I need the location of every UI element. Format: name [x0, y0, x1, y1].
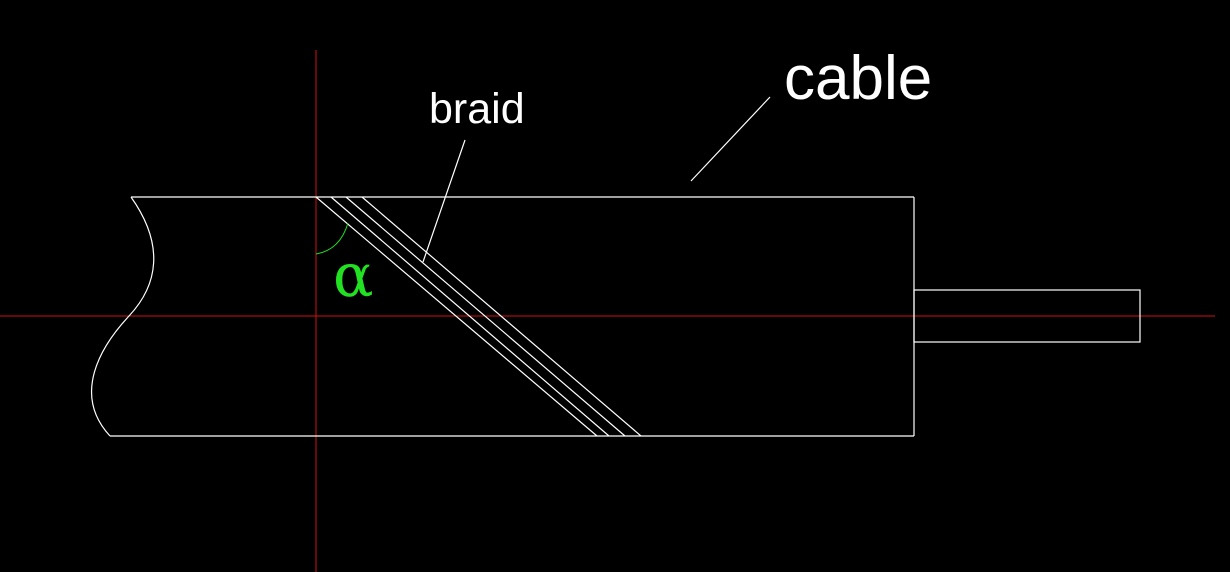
- conductor-tab: [913, 289, 1141, 343]
- cable-break-curve: [91, 196, 155, 437]
- cable-leader-line: [690, 96, 771, 182]
- cable-label: cable: [784, 44, 933, 113]
- angle-arc: [315, 222, 349, 255]
- braid-line: [345, 196, 626, 437]
- braid-line: [361, 196, 642, 437]
- braid-line: [315, 196, 598, 437]
- braid-line: [330, 196, 610, 437]
- braid-label: braid: [429, 85, 525, 133]
- angle-alpha-label: α: [333, 241, 374, 311]
- braid-leader-line: [422, 139, 466, 263]
